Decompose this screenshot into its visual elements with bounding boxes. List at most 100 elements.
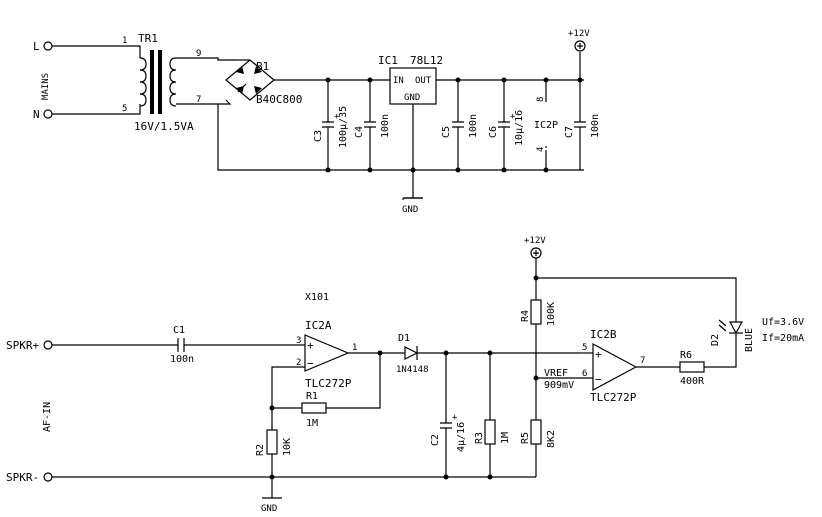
c6-value: 10µ/16 [514, 110, 525, 146]
transformer-tr1: TR1 16V/1.5VA [134, 32, 194, 133]
af-in-label: AF-IN [42, 402, 53, 432]
opamp-ic2b: + − IC2B TLC272P 5 6 7 [582, 328, 645, 404]
r1-ref: R1 [306, 391, 318, 402]
svg-text:+: + [595, 348, 602, 361]
r5-value: 8K2 [546, 430, 557, 448]
c5-value: 100n [468, 114, 479, 138]
terminal-spkr-minus [43, 472, 53, 482]
b1-value: B40C800 [256, 93, 302, 106]
r1-value: 1M [306, 418, 318, 429]
r6-value: 400R [680, 376, 705, 387]
ic2b-pin5: 5 [582, 343, 587, 353]
ic2a-pin2: 2 [296, 358, 301, 368]
ic2p-pin8: 8 [536, 97, 546, 102]
label-L: L [33, 40, 40, 53]
c3-value: 100µ/35 [338, 106, 349, 148]
svg-text:+: + [510, 112, 516, 122]
c5-ref: C5 [441, 126, 452, 138]
vref-label: VREF [544, 368, 568, 379]
svg-text:−: − [307, 357, 314, 370]
r3-value: 1M [500, 432, 511, 444]
ic1-ref: IC1 [378, 54, 398, 67]
svg-text:+: + [307, 339, 314, 352]
ic2b-pin6: 6 [582, 369, 587, 379]
label-mains: MAINS [41, 73, 51, 100]
spkr-plus-label: SPKR+ [6, 339, 39, 352]
c4-value: 100n [380, 114, 391, 138]
b1-ref: B1 [256, 60, 269, 73]
svg-text:+: + [452, 413, 458, 423]
c3-ref: C3 [313, 130, 324, 142]
gnd-label-power: GND [402, 205, 418, 215]
capacitor-c4: C4 100n [354, 80, 391, 170]
gnd-label-signal: GND [261, 504, 277, 514]
ic1-gnd: GND [404, 93, 420, 103]
led-if: If=20mA [762, 333, 804, 344]
r2-value: 10K [282, 438, 293, 456]
svg-text:−: − [595, 373, 602, 386]
c1-ref: C1 [173, 325, 185, 336]
terminal-L [43, 41, 53, 51]
ic2b-pin7: 7 [640, 356, 645, 366]
c2-value: 4µ/16 [456, 422, 467, 452]
d2-value: BLUE [744, 328, 755, 352]
ic2p-pin4: 4 [536, 147, 546, 152]
tr1-value: 16V/1.5VA [134, 120, 194, 133]
ic1-out: OUT [415, 76, 432, 86]
resistor-r4: R4 100K [520, 299, 557, 326]
capacitor-c5: C5 100n [441, 80, 479, 170]
tr1-pin9: 9 [196, 49, 201, 59]
ic2a-pin1: 1 [352, 343, 357, 353]
ic1-in: IN [393, 76, 404, 86]
ic2a-ref: IC2A [305, 319, 332, 332]
c7-value: 100n [590, 114, 601, 138]
resistor-r5: R5 8K2 [520, 419, 557, 448]
opamp-ic2a: + − IC2A TLC272P 3 2 1 [296, 319, 357, 390]
spkr-minus-label: SPKR- [6, 471, 39, 484]
ic2b-ref: IC2B [590, 328, 617, 341]
capacitor-c3: + C3 100µ/35 [313, 80, 349, 170]
ic2a-value: TLC272P [305, 377, 352, 390]
r6-ref: R6 [680, 350, 692, 361]
terminal-spkr-plus [43, 340, 53, 350]
vcc-label-power: +12V [568, 29, 590, 39]
resistor-r2: R2 10K [255, 429, 293, 456]
ic2p-ref: IC2P [534, 120, 558, 131]
regulator-ic1: IC1 78L12 IN OUT GND [378, 54, 443, 198]
terminal-N [43, 109, 53, 119]
vcc-terminal-power [574, 40, 586, 52]
capacitor-c7: C7 100n [564, 80, 601, 170]
diode-d1: D1 1N4148 [396, 333, 429, 375]
ic2a-pin3: 3 [296, 336, 301, 346]
d2-ref: D2 [710, 334, 721, 346]
resistor-r6: R6 400R [679, 350, 705, 387]
capacitor-c2: + C2 4µ/16 [430, 413, 467, 452]
signal-section: X101 SPKR+ C1 100n AF-IN + − IC2A TLC272… [6, 236, 804, 514]
d1-value: 1N4148 [396, 365, 429, 375]
ic2b-value: TLC272P [590, 391, 637, 404]
svg-text:+: + [334, 112, 340, 122]
x101-label: X101 [305, 292, 329, 303]
resistor-r3: R3 1M [474, 419, 511, 445]
c4-ref: C4 [354, 126, 365, 138]
c2-ref: C2 [430, 434, 441, 446]
tr1-pin7: 7 [196, 95, 201, 105]
led-d2: D2 BLUE [710, 319, 755, 352]
r4-value: 100K [546, 302, 557, 326]
tr1-ref: TR1 [138, 32, 158, 45]
ic2p-power: 8 4 IC2P [534, 80, 558, 170]
vref-value: 909mV [544, 380, 574, 391]
label-N: N [33, 108, 40, 121]
c6-ref: C6 [488, 126, 499, 138]
r2-ref: R2 [255, 444, 266, 456]
ic1-value: 78L12 [410, 54, 443, 67]
capacitor-c6: + C6 10µ/16 [488, 80, 525, 170]
led-uf: Uf=3.6V [762, 317, 804, 328]
power-supply-section: L N MAINS 1 5 TR1 16V/1.5VA 9 7 [33, 29, 601, 215]
r4-ref: R4 [520, 310, 531, 322]
d1-ref: D1 [398, 333, 410, 344]
tr1-pin5: 5 [122, 104, 127, 114]
vcc-label-signal: +12V [524, 236, 546, 246]
r3-ref: R3 [474, 432, 485, 444]
